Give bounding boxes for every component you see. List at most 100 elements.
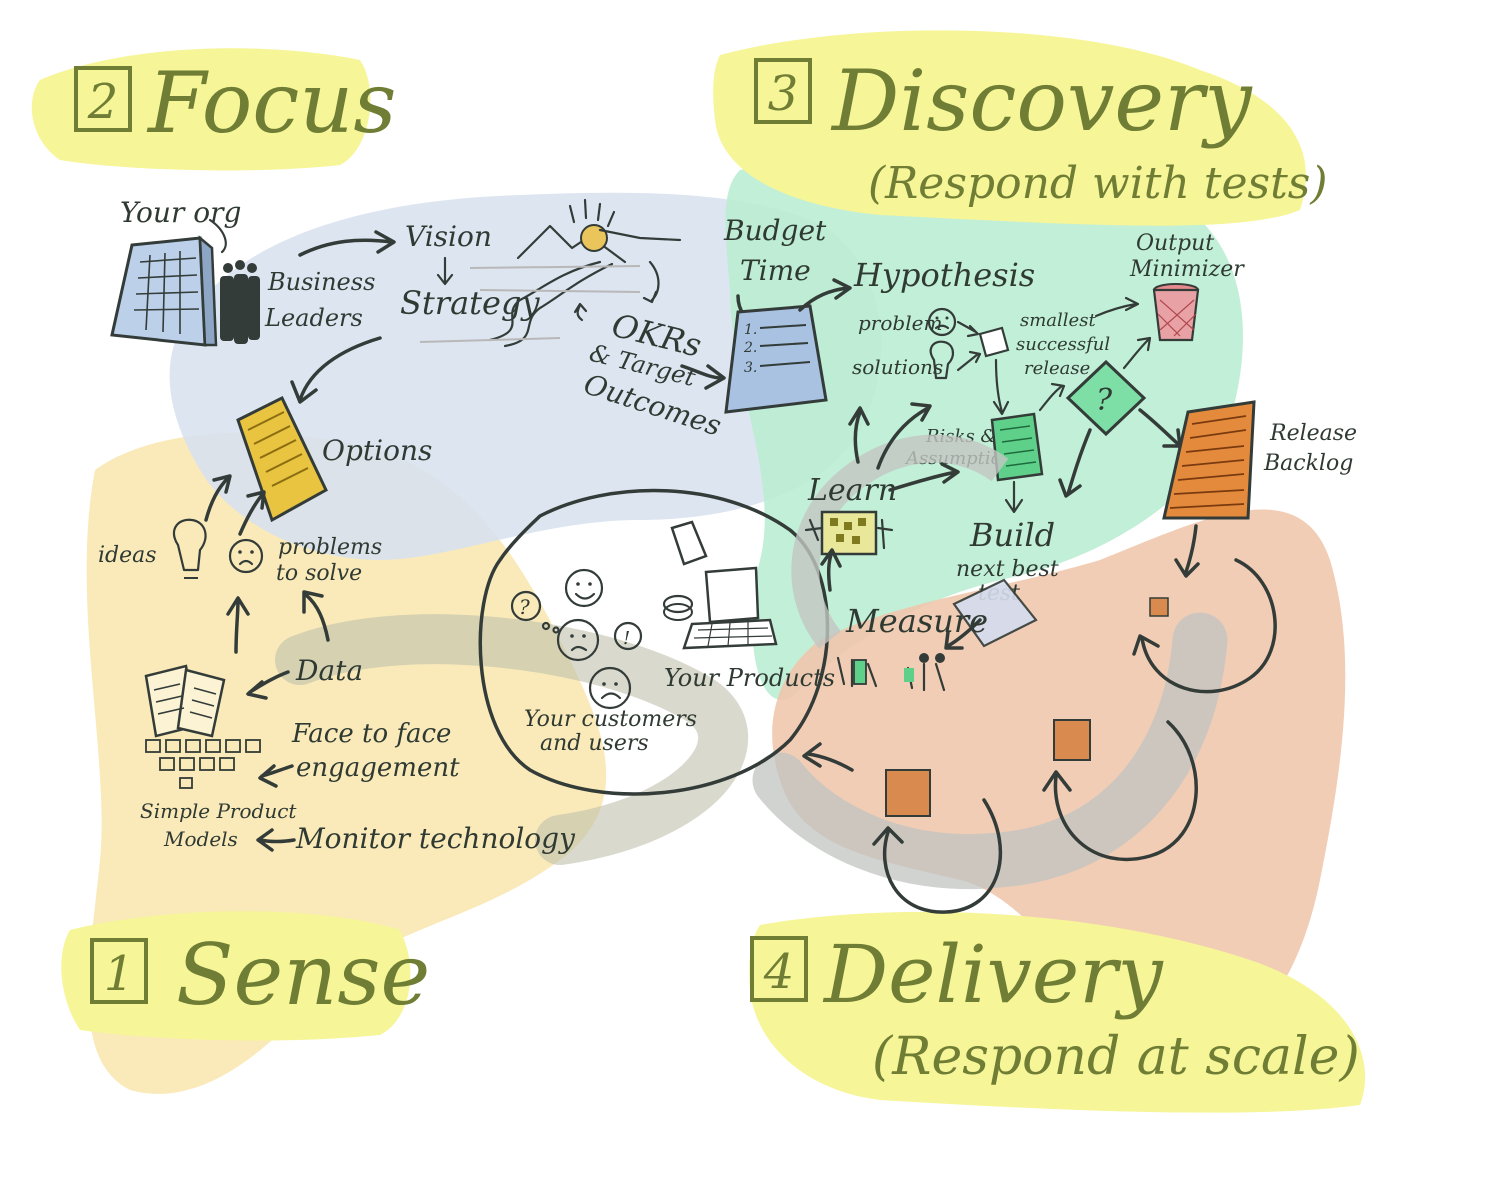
measure-to-learn-arrow: [820, 548, 842, 592]
delivery-number-box: [750, 936, 808, 1002]
solutions-to-book-arrow: [956, 350, 982, 372]
discovery-green-wash: [725, 159, 1244, 700]
learn-to-solutions-arrow: [876, 402, 932, 470]
section-sense: 1 Sense: [90, 926, 430, 1024]
delivery-content: Release Backlog: [802, 400, 1357, 914]
customers-products-circle: [478, 488, 830, 796]
face-to-face-label-1: Face to face: [291, 719, 451, 749]
discovery-highlight: [713, 30, 1306, 226]
diamond-to-build-arrow: [1058, 428, 1092, 498]
build-to-measure-arrow: [944, 618, 982, 650]
problems-to-options-arrow: [238, 490, 266, 536]
budget-label: Budget: [723, 214, 827, 247]
discovery-number: 3: [768, 66, 799, 122]
strategy-to-options-arrowhead: [290, 380, 318, 404]
output-minimizer-label-1: Output: [1136, 231, 1214, 256]
focus-number-box: [74, 66, 132, 132]
your-products-label: Your Products: [664, 664, 835, 692]
learn-to-risks-arrow: [888, 462, 960, 492]
risks-to-build-arrow: [1004, 480, 1024, 514]
delivery-number: 4: [763, 944, 795, 1000]
smallest-label-2: successful: [1016, 334, 1110, 355]
discovery-title: Discovery: [830, 52, 1253, 150]
measure-label: Measure: [845, 602, 988, 640]
discovery-subtitle: (Respond with tests): [868, 158, 1328, 209]
delivery-return-arrow: [802, 742, 854, 772]
monitor-to-models-arrow: [256, 828, 296, 852]
trash-bin-icon: [1152, 283, 1200, 342]
release-cycle-1: [1132, 558, 1277, 694]
release-loop-1: [1132, 558, 1277, 694]
section-focus: 2 Focus: [74, 54, 397, 152]
question-mark: ?: [1096, 383, 1113, 418]
section-discovery: 3 Discovery (Respond with tests): [754, 52, 1328, 209]
data-to-ideas-arrow: [226, 596, 250, 654]
focus-number: 2: [87, 74, 119, 130]
customers-label-1: Your customers: [524, 707, 697, 732]
focus-blue-wash: [169, 192, 882, 560]
business-leaders-label-1: Business: [267, 268, 375, 296]
product-models-icon: [144, 664, 261, 789]
customers-label-2: and users: [540, 731, 649, 756]
problems-label-1: problems: [278, 535, 382, 560]
focus-highlight: [31, 48, 371, 171]
question-diamond-icon: ?: [1065, 359, 1147, 437]
business-leaders-icon: [220, 260, 260, 344]
okrs-to-budget-arrow: [680, 364, 724, 380]
section-delivery: 4 Delivery (Respond at scale): [750, 928, 1360, 1087]
release-cycle-2: [1042, 719, 1198, 862]
sense-highlight: [61, 911, 411, 1041]
measure-people-icon: [836, 653, 946, 692]
options-label: Options: [322, 434, 432, 467]
title-highlights: [31, 30, 1366, 1113]
delivery-subtitle: (Respond at scale): [872, 1027, 1360, 1087]
risks-to-diamond-arrow: [1038, 382, 1066, 412]
vision-to-strategy-arrow: [436, 256, 454, 286]
business-leaders-label-2: Leaders: [264, 304, 363, 332]
test-card-icon: [952, 578, 1038, 648]
gray-flow-band-left: [275, 614, 749, 865]
solutions-label: solutions: [852, 355, 943, 379]
options-document-icon: [236, 395, 328, 523]
svg-text:1.: 1.: [744, 322, 757, 338]
engagement-to-models-arrow: [258, 764, 294, 788]
release-backlog-document-icon: [1162, 400, 1256, 520]
build-label: Build: [969, 516, 1055, 554]
backlog-down-arrow: [1174, 524, 1200, 578]
sense-content: ideas problems to solve Data: [98, 474, 576, 855]
leaders-to-vision-arrowhead: [374, 230, 396, 254]
your-org-pointer: [208, 218, 227, 254]
okr-up-arrow: [573, 302, 588, 322]
data-label: Data: [295, 654, 363, 687]
learn-loop-gray: [791, 434, 1009, 649]
problem-small-face-icon: [927, 307, 957, 337]
data-to-problems-arrow: [302, 590, 330, 642]
data-to-models-arrow: [246, 670, 290, 700]
release-loop-2: [1042, 720, 1198, 862]
delivery-title: Delivery: [822, 928, 1164, 1021]
release-cycle-3: [872, 769, 1003, 914]
output-minimizer-label-2: Minimizer: [1129, 257, 1245, 282]
monitor-technology-label: Monitor technology: [295, 822, 576, 855]
release-backlog-label-2: Backlog: [1263, 451, 1353, 476]
doc-to-hypothesis-arrow: [798, 278, 852, 312]
next-best-label: next best: [956, 557, 1059, 582]
center-content: ? ! Your customers and users: [478, 488, 835, 796]
building-icon: [110, 235, 218, 347]
problem-face-icon: [228, 538, 264, 574]
svg-text:3.: 3.: [744, 360, 757, 376]
okrs-to-budget-arrowhead: [704, 364, 726, 390]
vision-label: Vision: [405, 220, 492, 253]
strategy-to-options-arrow: [298, 336, 382, 402]
hypothesis-label: Hypothesis: [853, 256, 1035, 294]
release-loop-3: [872, 798, 1003, 914]
diamond-to-minimizer-arrow: [1122, 336, 1152, 370]
smallest-to-minimizer-arrow: [1094, 296, 1140, 318]
simple-product-models-label-2: Models: [163, 827, 238, 851]
solutions-lightbulb-icon: [929, 340, 954, 380]
sense-title: Sense: [176, 926, 430, 1024]
release-backlog-label-1: Release: [1269, 421, 1357, 446]
gray-flow-band: [752, 612, 1228, 889]
lightbulb-icon: [172, 518, 207, 579]
